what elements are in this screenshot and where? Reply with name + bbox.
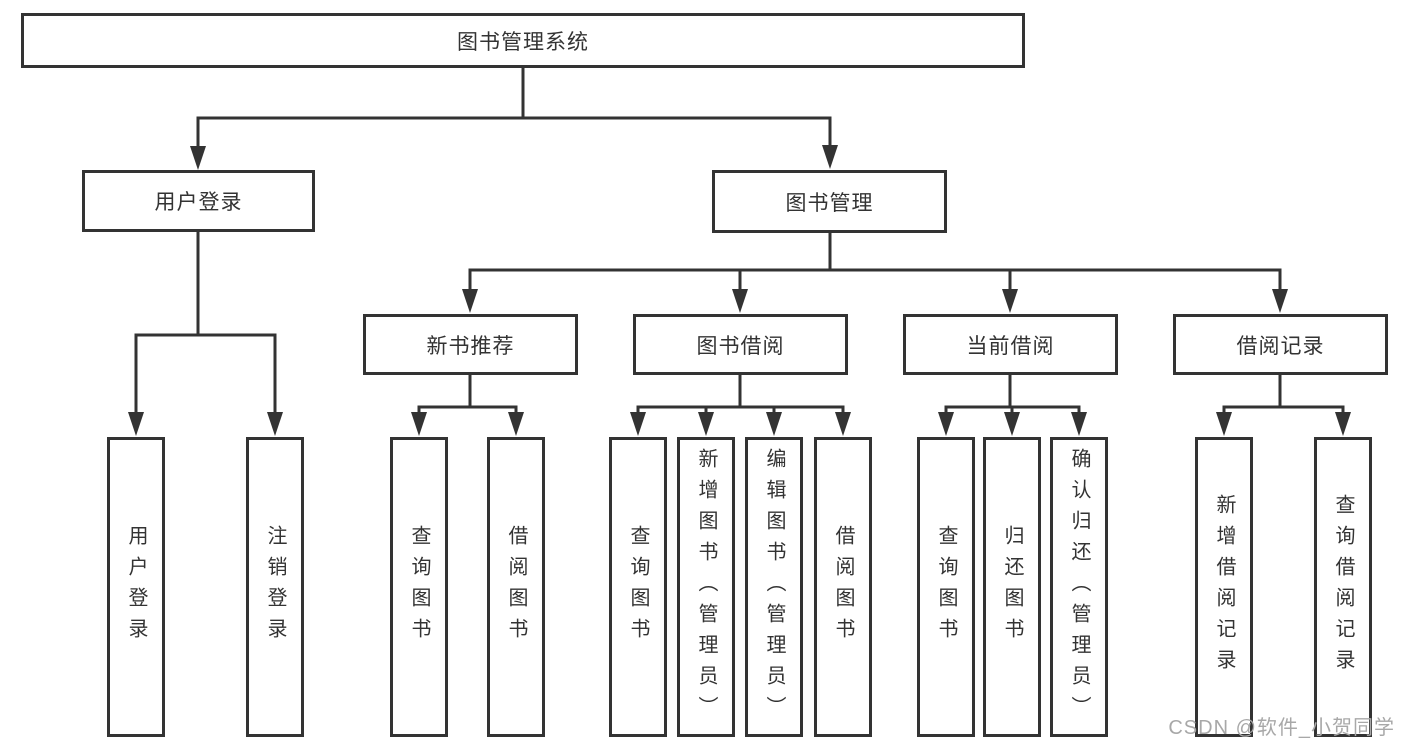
node-book-borrowing-label: 图书借阅 xyxy=(696,334,785,358)
node-current-borrowing-label: 当前借阅 xyxy=(966,334,1055,358)
leaf-borrowing-borrow-books-label: 借阅图书 xyxy=(832,525,854,649)
leaf-newbooks-borrow-books: 借阅图书 xyxy=(487,437,545,737)
leaf-borrowing-add-books-admin-label: 新增图书（管理员） xyxy=(695,447,717,727)
leaf-borrowing-edit-books-admin: 编辑图书（管理员） xyxy=(745,437,803,737)
node-book-borrowing: 图书借阅 xyxy=(633,314,848,375)
node-user-login: 用户登录 xyxy=(82,170,315,232)
node-root: 图书管理系统 xyxy=(21,13,1025,68)
leaf-user-login-label: 用户登录 xyxy=(125,525,147,649)
leaf-user-login: 用户登录 xyxy=(107,437,165,737)
leaf-current-confirm-return-admin: 确认归还（管理员） xyxy=(1050,437,1108,737)
leaf-records-add-record-label: 新增借阅记录 xyxy=(1213,494,1235,680)
leaf-borrowing-query-books-label: 查询图书 xyxy=(627,525,649,649)
leaf-logout: 注销登录 xyxy=(246,437,304,737)
node-new-book-recommend: 新书推荐 xyxy=(363,314,578,375)
node-borrow-records-label: 借阅记录 xyxy=(1236,334,1325,358)
leaf-current-confirm-return-admin-label: 确认归还（管理员） xyxy=(1068,447,1090,727)
leaf-borrowing-borrow-books: 借阅图书 xyxy=(814,437,872,737)
node-book-management: 图书管理 xyxy=(712,170,947,233)
leaf-current-query-books: 查询图书 xyxy=(917,437,975,737)
leaf-records-add-record: 新增借阅记录 xyxy=(1195,437,1253,737)
leaf-current-return-books-label: 归还图书 xyxy=(1001,525,1023,649)
leaf-records-query-record-label: 查询借阅记录 xyxy=(1332,494,1354,680)
leaf-newbooks-query-books-label: 查询图书 xyxy=(408,525,430,649)
leaf-borrowing-add-books-admin: 新增图书（管理员） xyxy=(677,437,735,737)
leaf-newbooks-borrow-books-label: 借阅图书 xyxy=(505,525,527,649)
leaf-current-return-books: 归还图书 xyxy=(983,437,1041,737)
leaf-current-query-books-label: 查询图书 xyxy=(935,525,957,649)
leaf-borrowing-query-books: 查询图书 xyxy=(609,437,667,737)
csdn-watermark: CSDN @软件_小贺同学 xyxy=(1168,717,1395,739)
node-book-management-label: 图书管理 xyxy=(785,191,874,215)
leaf-borrowing-edit-books-admin-label: 编辑图书（管理员） xyxy=(763,447,785,727)
node-borrow-records: 借阅记录 xyxy=(1173,314,1388,375)
node-current-borrowing: 当前借阅 xyxy=(903,314,1118,375)
leaf-logout-label: 注销登录 xyxy=(264,525,286,649)
leaf-newbooks-query-books: 查询图书 xyxy=(390,437,448,737)
node-root-label: 图书管理系统 xyxy=(457,30,589,54)
leaf-records-query-record: 查询借阅记录 xyxy=(1314,437,1372,737)
node-new-book-recommend-label: 新书推荐 xyxy=(426,334,515,358)
node-user-login-label: 用户登录 xyxy=(154,191,243,214)
